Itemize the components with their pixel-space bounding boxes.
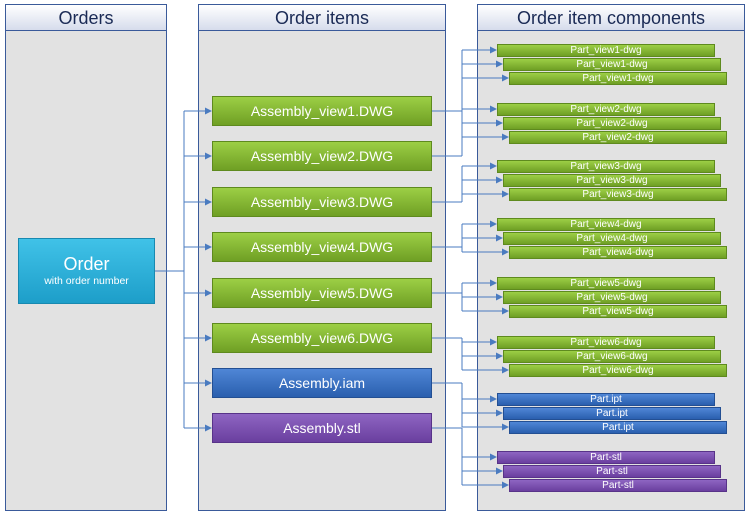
component-box[interactable]: Part_view2-dwg (503, 117, 721, 130)
order-item-box[interactable]: Assembly.stl (212, 413, 432, 443)
order-item-box[interactable]: Assembly_view1.DWG (212, 96, 432, 126)
orders-column-header: Orders (6, 5, 166, 31)
order-item-box[interactable]: Assembly_view2.DWG (212, 141, 432, 171)
order-box[interactable]: Order with order number (18, 238, 155, 304)
order-item-box[interactable]: Assembly_view3.DWG (212, 187, 432, 217)
order-title: Order (63, 254, 110, 274)
component-box[interactable]: Part_view6-dwg (497, 336, 715, 349)
order-items-column-header: Order items (199, 5, 445, 31)
components-column-header: Order item components (478, 5, 744, 31)
component-box[interactable]: Part_view2-dwg (497, 103, 715, 116)
component-box[interactable]: Part-stl (509, 479, 727, 492)
order-item-box[interactable]: Assembly_view4.DWG (212, 232, 432, 262)
component-box[interactable]: Part.ipt (497, 393, 715, 406)
order-item-box[interactable]: Assembly.iam (212, 368, 432, 398)
component-box[interactable]: Part_view5-dwg (509, 305, 727, 318)
component-box[interactable]: Part_view3-dwg (497, 160, 715, 173)
component-box[interactable]: Part_view5-dwg (497, 277, 715, 290)
component-box[interactable]: Part_view1-dwg (509, 72, 727, 85)
order-item-box[interactable]: Assembly_view5.DWG (212, 278, 432, 308)
component-box[interactable]: Part.ipt (503, 407, 721, 420)
component-box[interactable]: Part_view4-dwg (497, 218, 715, 231)
component-box[interactable]: Part_view3-dwg (503, 174, 721, 187)
component-box[interactable]: Part_view6-dwg (509, 364, 727, 377)
component-box[interactable]: Part_view4-dwg (509, 246, 727, 259)
component-box[interactable]: Part-stl (497, 451, 715, 464)
component-box[interactable]: Part-stl (503, 465, 721, 478)
component-box[interactable]: Part_view2-dwg (509, 131, 727, 144)
component-box[interactable]: Part_view6-dwg (503, 350, 721, 363)
component-box[interactable]: Part.ipt (509, 421, 727, 434)
component-box[interactable]: Part_view4-dwg (503, 232, 721, 245)
component-box[interactable]: Part_view1-dwg (503, 58, 721, 71)
component-box[interactable]: Part_view1-dwg (497, 44, 715, 57)
order-subtitle: with order number (44, 275, 129, 287)
component-box[interactable]: Part_view5-dwg (503, 291, 721, 304)
component-box[interactable]: Part_view3-dwg (509, 188, 727, 201)
order-item-box[interactable]: Assembly_view6.DWG (212, 323, 432, 353)
